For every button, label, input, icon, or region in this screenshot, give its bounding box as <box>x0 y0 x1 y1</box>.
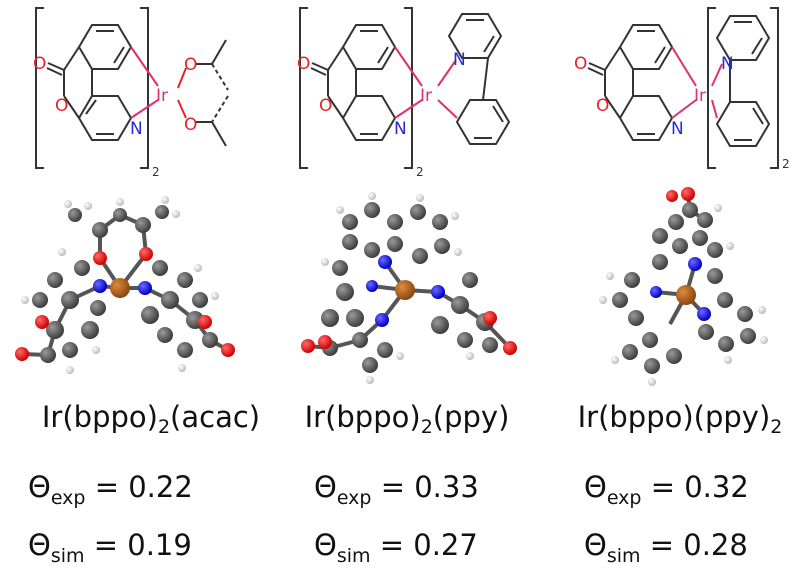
bracket-subscript: 2 <box>152 165 160 179</box>
nitrogen-label: N <box>671 119 684 139</box>
bracket-subscript: 2 <box>782 157 790 171</box>
iridium-label: Ir <box>420 86 432 106</box>
iridium-label: Ir <box>156 86 168 106</box>
oxygen-label: O <box>55 96 68 116</box>
oxygen-label: O <box>319 96 332 116</box>
nitrogen-label: N <box>394 119 407 139</box>
oxygen-label: O <box>184 55 197 75</box>
nitrogen-label: N <box>721 54 734 74</box>
structure-1 <box>35 7 229 169</box>
iridium-label: Ir <box>694 86 706 106</box>
theta-exp-1: Θexp = 0.22 <box>28 470 193 509</box>
oxygen-label: O <box>574 54 587 74</box>
structure-3 <box>587 7 779 169</box>
theta-sim-3: Θsim = 0.28 <box>584 528 748 567</box>
ball-stick-model-1 <box>15 196 235 374</box>
oxygen-label: O <box>33 54 46 74</box>
oxygen-label: O <box>297 54 310 74</box>
oxygen-label: O <box>184 115 197 135</box>
oxygen-label: O <box>596 96 609 116</box>
bracket-subscript: 2 <box>416 165 424 179</box>
theta-sim-1: Θsim = 0.19 <box>28 528 192 567</box>
atom-labels-1: O O N Ir O O 2 <box>33 54 197 179</box>
structure-2 <box>299 7 511 169</box>
compound-name-1: Ir(bppo)2(acac) <box>41 400 261 438</box>
compound-name-2: Ir(bppo)2(ppy) <box>304 400 510 438</box>
compound-name-3: Ir(bppo)(ppy)2 <box>577 400 783 438</box>
nitrogen-label: N <box>130 119 143 139</box>
ball-stick-model-3 <box>599 187 768 386</box>
theta-sim-2: Θsim = 0.27 <box>314 528 478 567</box>
nitrogen-label: N <box>453 50 466 70</box>
theta-exp-2: Θexp = 0.33 <box>314 470 479 509</box>
ball-stick-model-2 <box>301 192 517 384</box>
theta-exp-3: Θexp = 0.32 <box>584 470 749 509</box>
atom-labels-3: O O N Ir N 2 <box>574 54 790 171</box>
atom-labels-2: O O N Ir N 2 <box>297 50 466 179</box>
